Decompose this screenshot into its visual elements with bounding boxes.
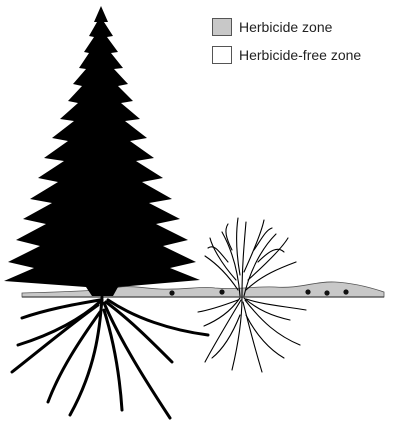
tree-roots [12, 297, 208, 418]
shrub [205, 218, 296, 296]
shrub-roots [198, 297, 306, 372]
conifer-tree [4, 6, 200, 296]
legend-swatch-herbicide [212, 18, 232, 36]
legend-swatch-herbicide-free [212, 46, 232, 64]
legend-item-herbicide-free-zone: Herbicide-free zone [212, 44, 361, 66]
legend-item-herbicide-zone: Herbicide zone [212, 16, 361, 38]
legend-label: Herbicide-free zone [239, 47, 361, 63]
legend-label: Herbicide zone [239, 19, 332, 35]
tree-crown [4, 6, 200, 296]
legend: Herbicide zone Herbicide-free zone [212, 16, 361, 72]
